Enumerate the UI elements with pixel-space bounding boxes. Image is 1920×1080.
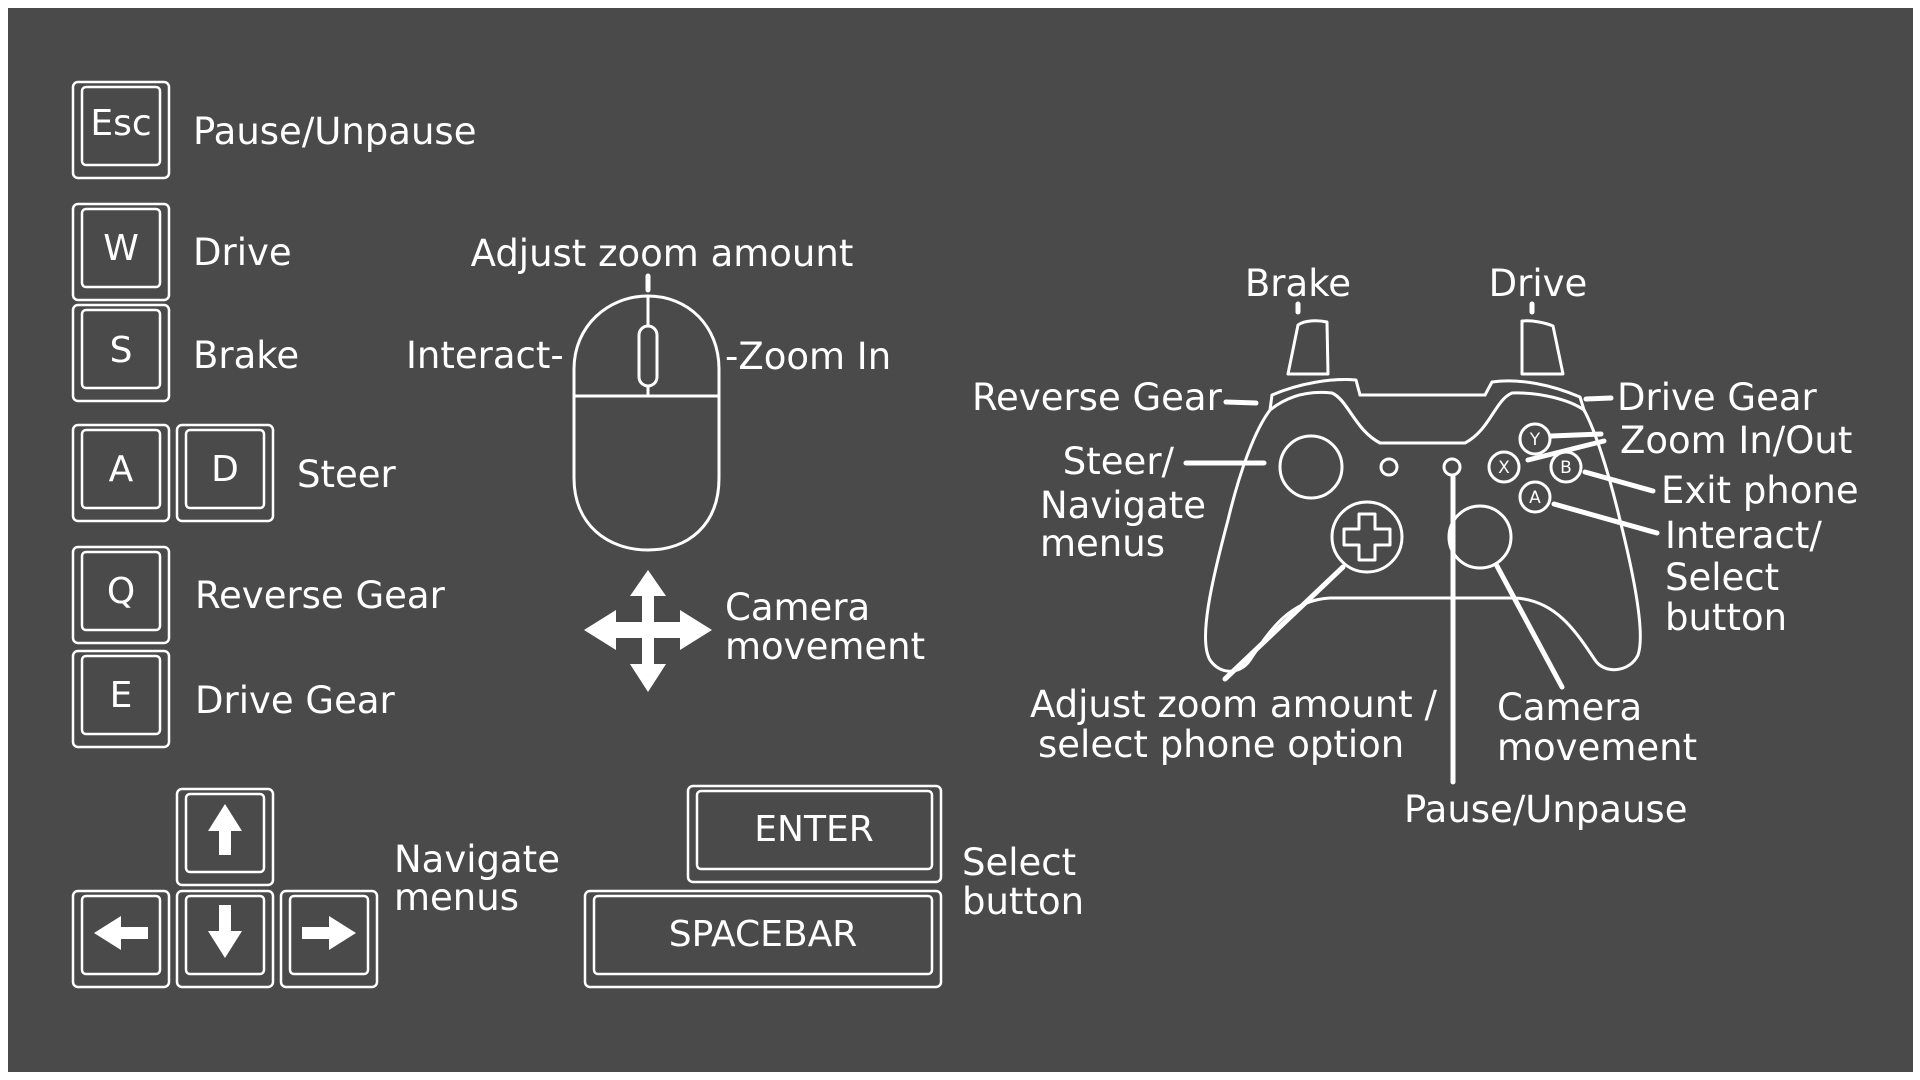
menu-button (1442, 457, 1462, 477)
mouse-icon (572, 294, 721, 552)
e-action-label: Drive Gear (195, 679, 396, 722)
dpad-label-line2: select phone option (1038, 723, 1404, 766)
left-stick (1278, 434, 1344, 500)
key-s: S (71, 303, 171, 403)
drive-gear-label: Drive Gear (1617, 376, 1818, 419)
arrow-up-icon (208, 804, 242, 855)
arrow-left-icon (94, 916, 148, 950)
x-letter: X (1498, 458, 1510, 478)
esc-action-label: Pause/Unpause (193, 110, 476, 153)
key-enter: ENTER (686, 784, 943, 884)
svg-text:W: W (103, 228, 139, 269)
pause-label: Pause/Unpause (1404, 788, 1687, 831)
controller-icon: Y X B A (1204, 319, 1642, 673)
exit-phone-label: Exit phone (1661, 469, 1859, 512)
w-action-label: Drive (193, 231, 292, 274)
key-d: D (175, 423, 275, 523)
svg-text:SPACEBAR: SPACEBAR (669, 914, 857, 955)
brake-label: Brake (1245, 262, 1351, 305)
dpad-icon (1342, 512, 1392, 562)
camera-label-line2: movement (1497, 726, 1697, 769)
arrows-action-line1: Navigate (394, 838, 560, 881)
interact-label-line1: Interact/ (1665, 514, 1822, 557)
mouse-left-label: Interact- (406, 334, 564, 377)
mouse-camera-line1: Camera (725, 586, 870, 629)
interact-label-line2: Select (1665, 556, 1779, 599)
y-letter: Y (1529, 430, 1541, 450)
dpad-label-line1: Adjust zoom amount / (1030, 683, 1437, 726)
interact-label-line3: button (1665, 596, 1787, 639)
steer-label-line3: menus (1040, 522, 1165, 565)
q-action-label: Reverse Gear (195, 574, 446, 617)
controls-panel (8, 8, 1913, 1072)
drive-label: Drive (1489, 262, 1588, 305)
s-action-label: Brake (193, 334, 299, 377)
right-stick (1447, 504, 1513, 570)
arrow-down-icon (208, 905, 242, 958)
controller-leader-lines (1183, 301, 1660, 785)
b-letter: B (1560, 458, 1572, 478)
camera-label-line1: Camera (1497, 686, 1642, 729)
controller-body (1204, 390, 1642, 673)
svg-text:S: S (110, 330, 133, 371)
right-bumper (1483, 379, 1586, 412)
dpad-ring (1330, 500, 1404, 574)
steer-label-line1: Steer/ (1063, 440, 1175, 483)
svg-text:ENTER: ENTER (754, 809, 873, 850)
mouse-scroll-label: Adjust zoom amount (471, 232, 854, 275)
arrows-action-line2: menus (394, 876, 519, 919)
svg-text:Q: Q (107, 571, 135, 612)
svg-text:E: E (110, 675, 133, 716)
zoom-in-out-label: Zoom In/Out (1620, 419, 1852, 462)
key-spacebar: SPACEBAR (583, 889, 943, 989)
a-button (1518, 480, 1552, 514)
left-trigger (1286, 319, 1330, 376)
select-label-line2: button (962, 880, 1084, 923)
key-e: E (71, 649, 171, 749)
reverse-gear-label: Reverse Gear (972, 376, 1223, 419)
key-arrow-left (71, 889, 171, 989)
key-w: W (71, 202, 171, 302)
move-arrows-icon (584, 570, 712, 692)
ad-action-label: Steer (297, 453, 397, 496)
key-q: Q (71, 545, 171, 645)
key-a: A (71, 423, 171, 523)
arrow-right-icon (302, 916, 356, 950)
right-trigger (1520, 319, 1565, 376)
mouse-camera-line2: movement (725, 625, 925, 668)
x-button (1487, 450, 1521, 484)
y-button (1518, 422, 1552, 456)
a-letter: A (1529, 488, 1541, 508)
select-label-line1: Select (962, 841, 1076, 884)
svg-text:Esc: Esc (90, 103, 151, 144)
steer-label-line2: Navigate (1040, 484, 1206, 527)
svg-text:D: D (211, 449, 239, 490)
left-bumper (1268, 378, 1362, 412)
view-button (1379, 457, 1399, 477)
key-esc: Esc (71, 80, 171, 180)
key-arrow-up (175, 787, 275, 887)
key-arrow-right (279, 889, 379, 989)
svg-text:A: A (109, 449, 134, 490)
mouse-right-label: -Zoom In (725, 335, 891, 378)
key-arrow-down (175, 889, 275, 989)
